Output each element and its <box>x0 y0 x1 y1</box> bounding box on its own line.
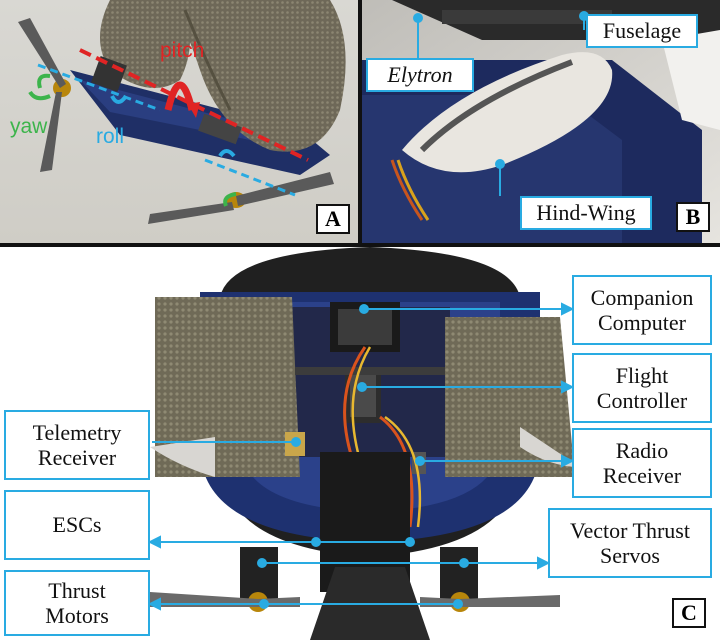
callout-fuselage-text: Fuselage <box>602 18 682 44</box>
callout-flight-line2: Controller <box>596 388 688 413</box>
leader-escs-arrow <box>147 535 161 549</box>
callout-telemetry-line2: Receiver <box>37 445 117 470</box>
horizontal-divider <box>0 243 720 247</box>
callout-flight-controller: Flight Controller <box>572 353 712 423</box>
callout-escs: ESCs <box>4 490 150 560</box>
callout-radio-receiver: Radio Receiver <box>572 428 712 498</box>
callout-telemetry-receiver: Telemetry Receiver <box>4 410 150 480</box>
callout-hind-wing: Hind-Wing <box>520 196 652 230</box>
callout-companion-line1: Companion <box>590 284 694 310</box>
callout-telemetry-line1: Telemetry <box>32 419 122 445</box>
callout-fuselage: Fuselage <box>586 14 698 48</box>
callout-servos-line1: Vector Thrust <box>570 517 690 543</box>
callout-elytron: Elytron <box>366 58 474 92</box>
callout-radio-line1: Radio <box>615 437 669 463</box>
callout-escs-text: ESCs <box>52 512 102 538</box>
callout-motors-line2: Motors <box>45 603 109 628</box>
callout-servos-line2: Servos <box>600 543 660 568</box>
vertical-divider <box>358 0 362 245</box>
callout-elytron-text: Elytron <box>387 62 453 88</box>
panel-c-letter: C <box>672 598 706 628</box>
callout-vector-thrust-servos: Vector Thrust Servos <box>548 508 712 578</box>
yaw-label: yaw <box>10 115 48 138</box>
callout-companion-line2: Computer <box>598 310 686 335</box>
roll-label: roll <box>96 125 125 148</box>
pitch-label: pitch <box>160 39 205 62</box>
panel-b-letter: B <box>676 202 710 232</box>
leader-companion-arrow <box>561 302 575 316</box>
callout-companion-computer: Companion Computer <box>572 275 712 345</box>
leader-flight-arrow <box>561 380 575 394</box>
leader-radio-arrow <box>561 454 575 468</box>
callout-motors-line1: Thrust <box>48 577 106 603</box>
panel-a-letter: A <box>316 204 350 234</box>
callout-hind-wing-text: Hind-Wing <box>536 200 636 226</box>
leader-motors-arrow <box>147 597 161 611</box>
leader-servos-arrow <box>537 556 551 570</box>
callout-flight-line1: Flight <box>615 362 669 388</box>
callout-radio-line2: Receiver <box>602 463 682 488</box>
callout-thrust-motors: Thrust Motors <box>4 570 150 636</box>
panel-a-photo <box>0 0 358 243</box>
